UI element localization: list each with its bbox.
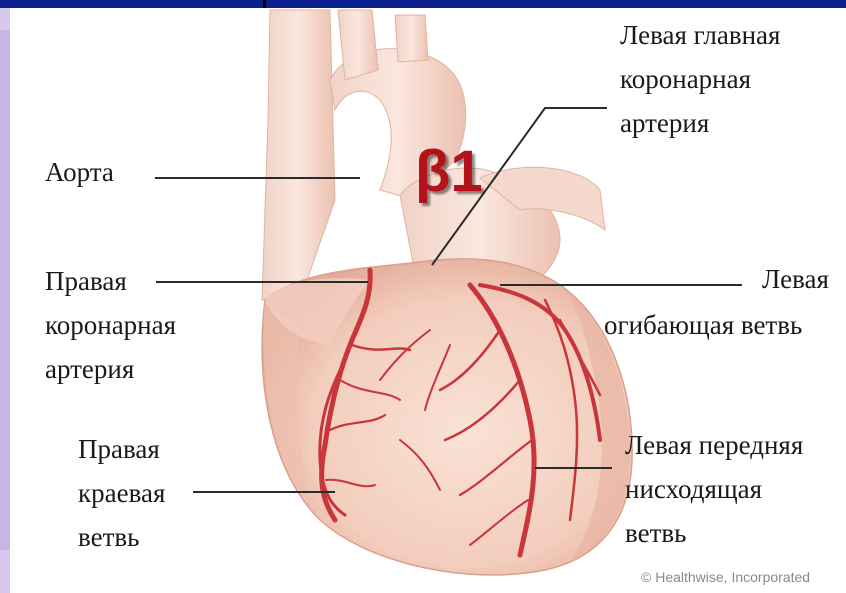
label-aorta: Аорта	[45, 155, 114, 189]
label-right-marginal-line2: краевая	[78, 476, 165, 510]
vena-cava	[262, 10, 335, 300]
label-left-main-line1: Левая главная	[620, 18, 780, 52]
label-lad-line3: ветвь	[625, 516, 686, 550]
label-lad-line1: Левая передняя	[625, 428, 803, 462]
label-right-coronary-line2: коронарная	[45, 308, 176, 342]
label-left-circumflex-line1: Левая	[762, 262, 829, 296]
label-right-coronary-line1: Правая	[45, 264, 127, 298]
label-lad-line2: нисходящая	[625, 472, 762, 506]
arch-branch-1	[338, 10, 378, 80]
label-left-circumflex-line2: огибающая ветвь	[604, 308, 802, 342]
label-right-marginal-line1: Правая	[78, 432, 160, 466]
label-left-main-line3: артерия	[620, 106, 709, 140]
arch-branch-2	[395, 15, 428, 62]
beta1-marker: β1	[415, 140, 483, 204]
copyright-notice: © Healthwise, Incorporated	[641, 569, 810, 585]
label-right-marginal-line3: ветвь	[78, 520, 139, 554]
label-right-coronary-line3: артерия	[45, 352, 134, 386]
label-left-main-line2: коронарная	[620, 62, 751, 96]
